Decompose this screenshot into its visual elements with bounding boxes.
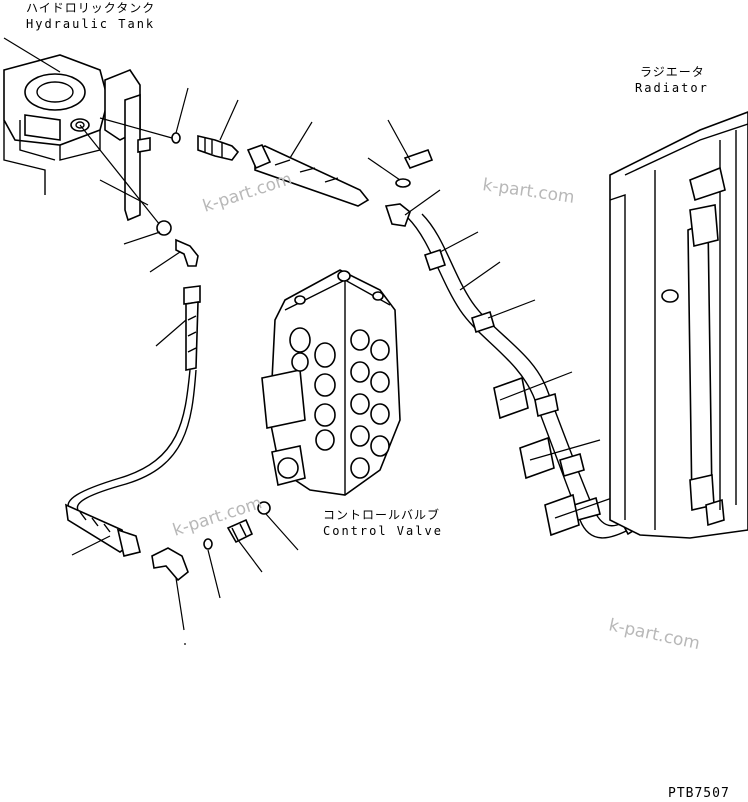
hose-radiator xyxy=(407,213,646,539)
hose-upper xyxy=(246,119,441,227)
hydraulic-tank-label-en: Hydraulic Tank xyxy=(26,17,155,31)
radiator-label-en: Radiator xyxy=(635,81,709,95)
fittings-upper xyxy=(99,87,240,273)
watermark: k-part.com xyxy=(481,175,575,208)
watermark: k-part.com xyxy=(607,615,702,654)
drawing-code: PTB7507 xyxy=(668,786,730,801)
watermark: k-part.com xyxy=(200,169,294,217)
hydraulic-tank-label-jp: ハイドロリックタンク xyxy=(26,1,155,15)
hydraulic-tank xyxy=(3,37,161,226)
fittings-lower xyxy=(151,501,299,645)
control-valve xyxy=(261,269,401,496)
control-valve-label-en: Control Valve xyxy=(323,524,443,538)
radiator-label-jp: ラジエータ xyxy=(640,65,705,79)
radiator xyxy=(609,111,748,539)
hose-left xyxy=(65,285,201,557)
control-valve-label-jp: コントロールバルブ xyxy=(323,507,440,522)
